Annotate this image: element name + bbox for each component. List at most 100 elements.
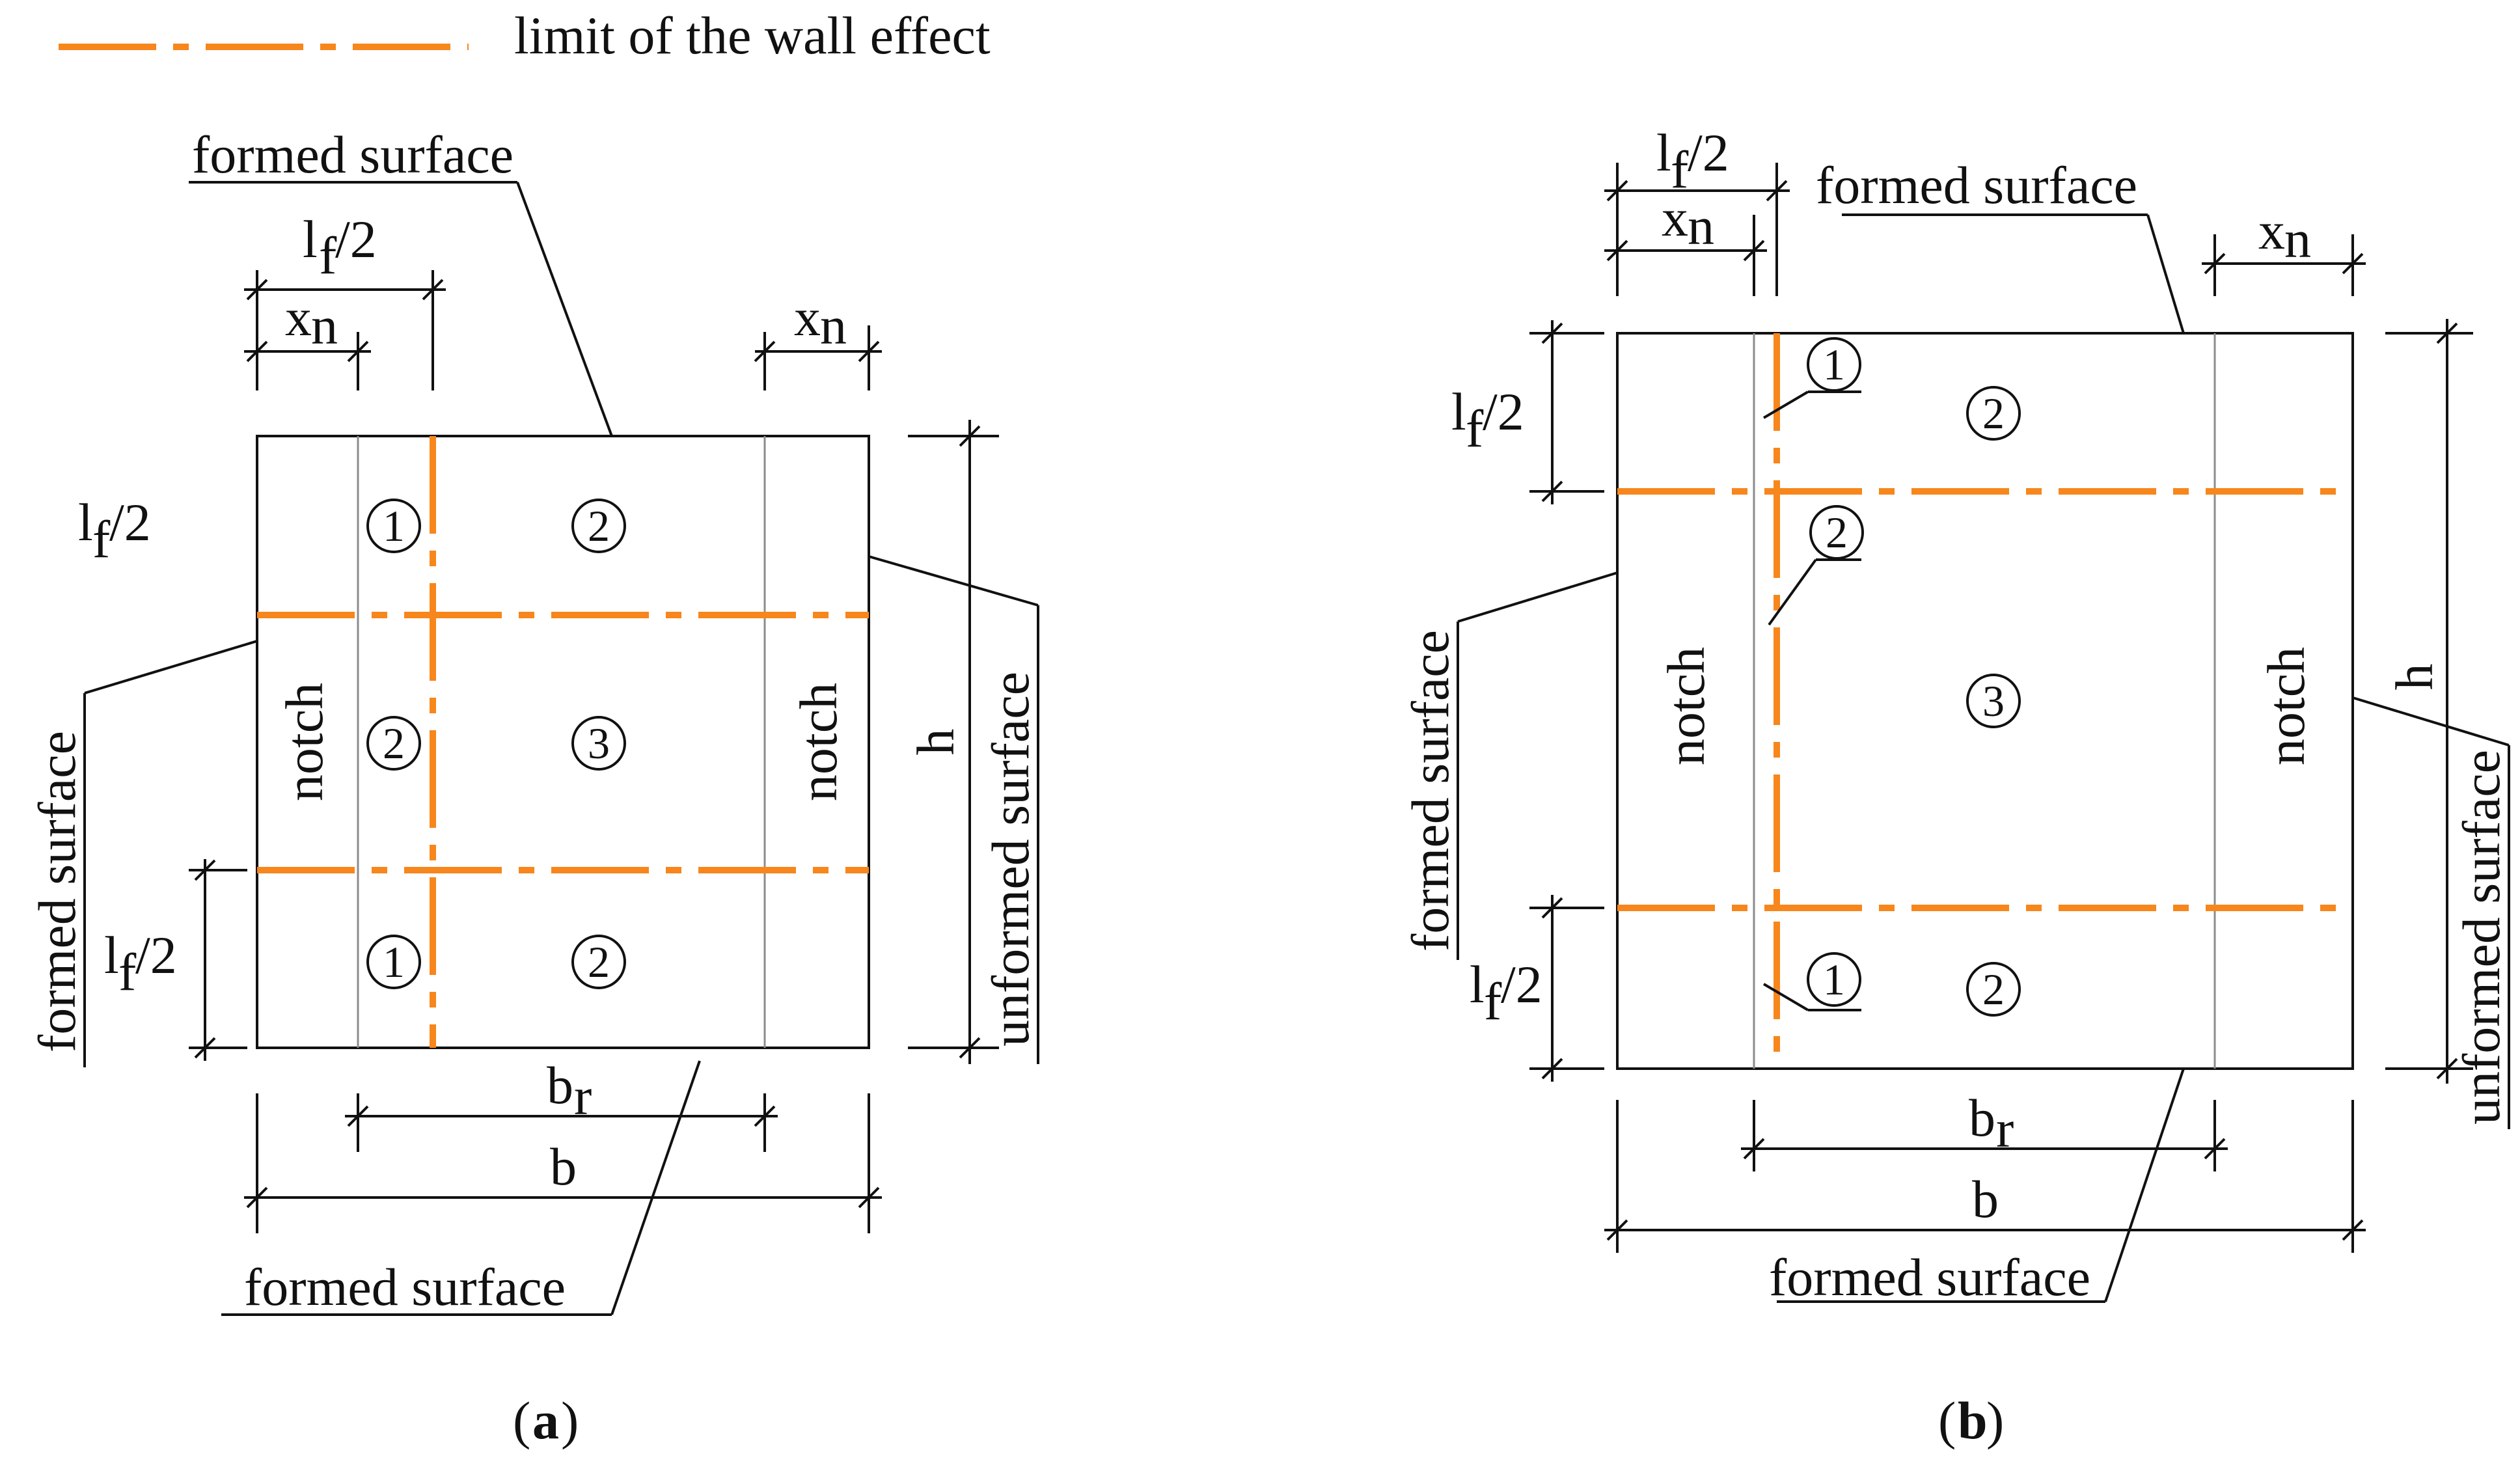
svg-text:n: n xyxy=(311,296,338,355)
svg-text:2: 2 xyxy=(1982,389,2005,438)
svg-text:b: b xyxy=(550,1137,577,1196)
svg-text:b: b xyxy=(1972,1170,1999,1229)
panel-a-zone-3-mid: 3 xyxy=(571,716,626,771)
panel-b-zone-3-mid: 3 xyxy=(1966,674,2021,728)
panel-b-dim-xn-right: x n xyxy=(2202,201,2366,296)
svg-text:formed surface: formed surface xyxy=(1401,630,1460,952)
panel-a-dim-xn-right: x n xyxy=(754,288,882,390)
panel-a-leader-formed-left: formed surface xyxy=(27,640,258,1067)
svg-text:f: f xyxy=(92,510,111,569)
svg-text:f: f xyxy=(1671,140,1689,199)
panel-b-dim-b: b xyxy=(1604,1100,2366,1253)
svg-text:formed surface: formed surface xyxy=(244,1257,566,1317)
svg-text:r: r xyxy=(574,1067,592,1126)
svg-text:2: 2 xyxy=(383,719,405,768)
svg-text:l: l xyxy=(303,210,318,269)
svg-text:/2: /2 xyxy=(1483,382,1524,441)
svg-text:(: ( xyxy=(1938,1391,1956,1450)
svg-text:n: n xyxy=(1688,197,1714,256)
svg-text:a: a xyxy=(532,1391,559,1450)
svg-text:1: 1 xyxy=(383,501,405,551)
panel-a-dim-xn-left: x n xyxy=(244,288,371,390)
panel-b-zone-2-top: 2 xyxy=(1966,386,2021,441)
svg-text:/2: /2 xyxy=(1688,123,1729,182)
svg-text:r: r xyxy=(1996,1099,2014,1158)
svg-text:2: 2 xyxy=(588,501,610,551)
panel-a-dim-lf2-top: l f /2 xyxy=(244,210,446,390)
panel-b-caption: ( b ) xyxy=(1938,1391,2004,1450)
svg-text:1: 1 xyxy=(383,937,405,987)
panel-a-dim-lf2-left-top: l f /2 xyxy=(78,493,151,569)
panel-a-leader-formed-top: formed surface xyxy=(189,125,613,437)
svg-text:3: 3 xyxy=(1982,676,2005,726)
panel-b: notch notch 2 3 2 1 2 xyxy=(1401,123,2511,1450)
svg-text:(: ( xyxy=(513,1391,530,1450)
svg-text:f: f xyxy=(118,942,137,1002)
svg-text:2: 2 xyxy=(588,937,610,987)
panel-b-lead-1-bot: 1 xyxy=(1762,952,1861,1011)
panel-b-dim-lf2-left-top: l f /2 xyxy=(1451,320,1604,504)
legend: limit of the wall effect xyxy=(59,6,991,65)
svg-text:h: h xyxy=(2385,664,2444,691)
panel-a-dim-b: b xyxy=(244,1093,882,1233)
svg-text:l: l xyxy=(1470,955,1485,1014)
svg-text:l: l xyxy=(104,925,119,985)
panel-a-zone-2-mid: 2 xyxy=(366,716,421,771)
svg-text:): ) xyxy=(1986,1391,2004,1450)
panel-b-cross-section xyxy=(1616,332,2354,1070)
svg-text:x: x xyxy=(1662,188,1688,247)
panel-b-lead-1-top: 1 xyxy=(1762,337,1861,419)
panel-a-notch-left-label: notch xyxy=(275,683,334,801)
panel-b-leader-formed-bottom: formed surface xyxy=(1769,1068,2185,1307)
panel-a-zone-2-top: 2 xyxy=(571,499,626,553)
panel-a-leader-formed-bottom: formed surface xyxy=(221,1060,701,1317)
svg-text:unformed surface: unformed surface xyxy=(981,672,1040,1047)
svg-text:f: f xyxy=(1466,399,1484,458)
svg-text:/2: /2 xyxy=(135,925,177,985)
svg-text:unformed surface: unformed surface xyxy=(2452,750,2511,1125)
panel-a-cross-section xyxy=(256,435,870,1049)
panel-a-notch-right-label: notch xyxy=(789,683,848,801)
svg-text:x: x xyxy=(794,288,821,347)
svg-text:h: h xyxy=(906,729,965,756)
panel-b-dim-br: b r xyxy=(1741,1088,2228,1171)
panel-b-dim-lf2-top: l f /2 xyxy=(1604,123,1790,296)
panel-a-caption: ( a ) xyxy=(513,1391,579,1450)
panel-a-zone-2-bot: 2 xyxy=(571,935,626,989)
svg-text:f: f xyxy=(319,226,337,285)
svg-text:x: x xyxy=(2258,201,2285,260)
panel-b-notch-right-label: notch xyxy=(2256,647,2316,765)
svg-text:formed surface: formed surface xyxy=(1769,1248,2090,1307)
panel-b-leader-unformed-right: unformed surface xyxy=(2352,696,2511,1129)
panel-b-dim-lf2-left-bottom: l f /2 xyxy=(1470,895,1604,1082)
svg-text:/2: /2 xyxy=(109,493,151,552)
svg-text:l: l xyxy=(1656,123,1671,182)
panel-b-leader-formed-top: formed surface xyxy=(1816,156,2185,334)
svg-text:formed surface: formed surface xyxy=(192,125,514,184)
panel-b-lead-2-mid: 2 xyxy=(1768,505,1864,626)
panel-b-leader-formed-left: formed surface xyxy=(1401,571,1618,960)
svg-text:3: 3 xyxy=(588,719,610,768)
panel-a-dim-br: b r xyxy=(345,1056,778,1152)
legend-label: limit of the wall effect xyxy=(514,6,991,65)
panel-b-zone-2-bot: 2 xyxy=(1966,962,2021,1017)
svg-text:l: l xyxy=(1451,382,1466,441)
svg-text:/2: /2 xyxy=(335,210,377,269)
svg-text:b: b xyxy=(1958,1391,1988,1450)
panel-a-zone-1-bot: 1 xyxy=(366,935,421,989)
svg-text:x: x xyxy=(285,288,312,347)
svg-text:): ) xyxy=(561,1391,579,1450)
svg-text:2: 2 xyxy=(1826,508,1848,557)
panel-a-zone-1-top: 1 xyxy=(366,499,421,553)
svg-text:f: f xyxy=(1484,972,1502,1031)
panel-b-dim-xn-left: x n xyxy=(1604,188,1767,296)
svg-text:b: b xyxy=(547,1056,573,1115)
panel-a-dim-h: h xyxy=(906,420,999,1064)
svg-text:n: n xyxy=(2284,210,2311,269)
svg-text:1: 1 xyxy=(1823,340,1845,389)
panel-a-leader-unformed-right: unformed surface xyxy=(868,555,1040,1064)
svg-text:b: b xyxy=(1969,1088,1995,1147)
panel-b-notch-left-label: notch xyxy=(1656,647,1716,765)
